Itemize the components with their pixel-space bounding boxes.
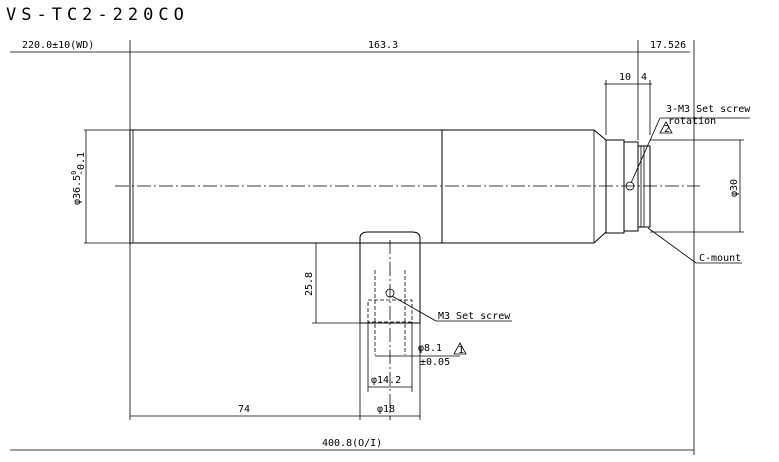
set-screw-3-label: 3-M3 Set screw <box>666 104 751 115</box>
dim-10-label: 10 <box>619 72 631 83</box>
body-length-label: 163.3 <box>368 40 398 51</box>
mount-diameter-label: φ30 <box>729 179 740 197</box>
m3-set-screw-icon <box>385 288 395 298</box>
c-mount-label: C-mount <box>699 253 741 264</box>
dim-4-label: 4 <box>641 72 647 83</box>
note-1-triangle-icon <box>453 342 467 355</box>
c-mount-leader <box>647 227 697 264</box>
total-length-label: 400.8(O/I) <box>322 438 382 449</box>
port-height-label: 25.8 <box>304 272 315 296</box>
rotation-label: rotation <box>668 116 716 127</box>
fiber-diameter-label: φ8.1 <box>418 343 442 354</box>
port-hidden-bore <box>367 299 413 323</box>
wd-label: 220.0±10(WD) <box>22 40 94 51</box>
note-1-number: 1 <box>458 345 464 356</box>
drawing-title: VS-TC2-220CO <box>6 5 189 25</box>
port-cap <box>359 231 421 244</box>
tube-taper <box>441 129 607 244</box>
body-diameter-label: φ36.50 <box>70 171 83 205</box>
port-offset-label: 74 <box>238 404 250 415</box>
callout-leader-screw <box>630 117 661 184</box>
main-tube <box>129 129 443 244</box>
body-diameter-tol-lower: -0.1 <box>76 152 87 176</box>
bore-diameter-label: φ14.2 <box>371 375 401 386</box>
m3-set-screw-label: M3 Set screw <box>438 311 511 322</box>
port-diameter-label: φ18 <box>377 404 395 415</box>
m3-leader <box>391 295 437 322</box>
flange-ring <box>605 139 625 234</box>
flange-length-label: 17.526 <box>650 40 686 51</box>
note-2-triangle-icon <box>659 121 673 134</box>
note-2-number: 2 <box>664 124 670 135</box>
fiber-tolerance-label: ±0.05 <box>420 357 450 368</box>
